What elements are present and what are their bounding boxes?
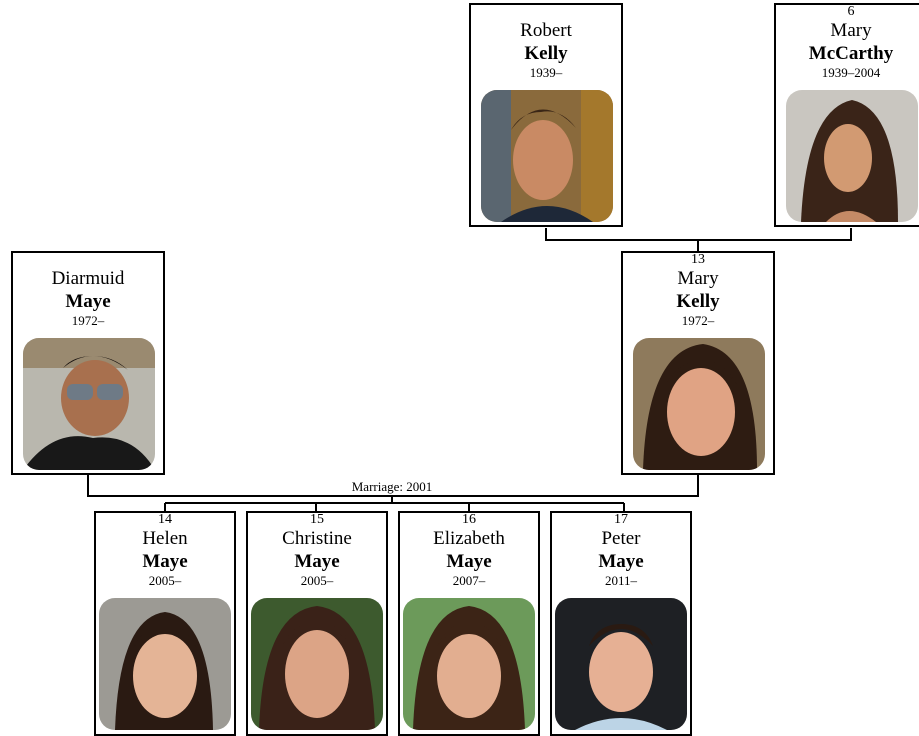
person-card-mary-kelly[interactable]: 13 Mary Kelly 1972– <box>621 251 775 475</box>
portrait-photo <box>251 598 383 730</box>
person-number: 15 <box>310 512 324 527</box>
portrait-photo <box>99 598 231 730</box>
portrait-photo <box>23 338 155 470</box>
person-number: 13 <box>691 252 705 267</box>
surname: Kelly <box>524 43 568 64</box>
portrait-photo <box>481 90 613 222</box>
life-years: 2007– <box>452 573 486 588</box>
surname: Kelly <box>676 291 720 312</box>
life-years: 2005– <box>148 573 182 588</box>
life-years: 2011– <box>604 573 638 588</box>
person-card-mary-mccarthy[interactable]: 6 Mary McCarthy 1939–2004 <box>774 3 919 227</box>
grandparents-connector <box>545 228 852 252</box>
life-years: 2005– <box>300 573 334 588</box>
life-years: 1972– <box>71 313 105 328</box>
given-name: Mary <box>830 20 872 41</box>
person-number: 14 <box>158 512 172 527</box>
person-card-robert-kelly[interactable]: Robert Kelly 1939– <box>469 3 623 227</box>
person-number: 17 <box>614 512 628 527</box>
marriage-label: Marriage: 2001 <box>310 480 474 494</box>
person-number: 6 <box>847 4 855 19</box>
given-name: Peter <box>601 528 641 549</box>
person-card-helen-maye[interactable]: 14 Helen Maye 2005– <box>94 511 236 736</box>
children-connector <box>164 496 625 511</box>
portrait-photo <box>786 90 918 222</box>
given-name: Helen <box>142 528 188 549</box>
surname: Maye <box>446 551 492 572</box>
given-name: Elizabeth <box>433 528 505 549</box>
person-card-christine-maye[interactable]: 15 Christine Maye 2005– <box>246 511 388 736</box>
surname: Maye <box>142 551 188 572</box>
surname: Maye <box>65 291 111 312</box>
person-number: 16 <box>462 512 476 527</box>
life-years: 1972– <box>681 313 715 328</box>
person-card-peter-maye[interactable]: 17 Peter Maye 2011– <box>550 511 692 736</box>
given-name: Diarmuid <box>51 268 125 289</box>
life-years: 1939–2004 <box>821 65 881 80</box>
portrait-photo <box>403 598 535 730</box>
portrait-photo <box>633 338 765 470</box>
given-name: Mary <box>677 268 719 289</box>
person-number <box>13 253 163 267</box>
given-name: Christine <box>282 528 352 549</box>
person-number <box>471 5 621 19</box>
surname: McCarthy <box>808 43 894 64</box>
person-card-elizabeth-maye[interactable]: 16 Elizabeth Maye 2007– <box>398 511 540 736</box>
given-name: Robert <box>520 20 572 41</box>
surname: Maye <box>294 551 340 572</box>
portrait-photo <box>555 598 687 730</box>
surname: Maye <box>598 551 644 572</box>
life-years: 1939– <box>529 65 563 80</box>
person-card-diarmuid-maye[interactable]: Diarmuid Maye 1972– <box>11 251 165 475</box>
